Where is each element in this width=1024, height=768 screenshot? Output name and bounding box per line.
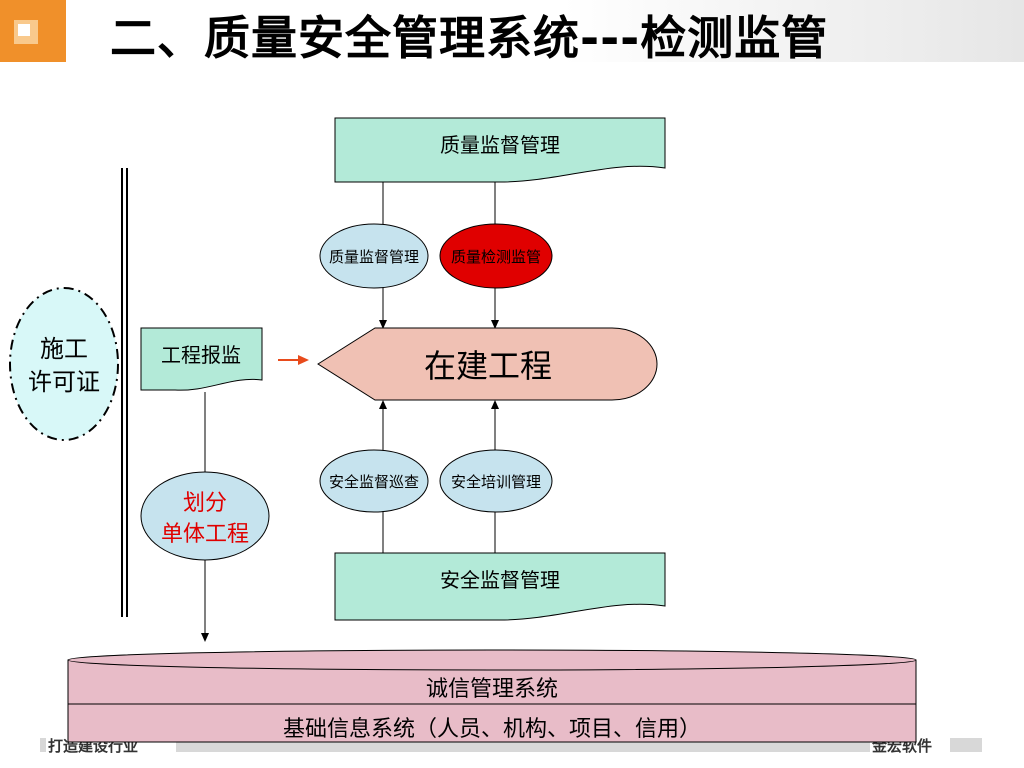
- permit-ellipse: [9, 287, 119, 441]
- safety-training-circle: [439, 449, 553, 513]
- project-report-doc: [140, 327, 263, 391]
- safety-inspection-circle: [319, 449, 429, 513]
- footer-gap: [982, 738, 1024, 752]
- quality-testing-circle: [439, 223, 553, 289]
- permit-label-line1: 施工: [40, 335, 88, 363]
- safety-inspection-circle-label: 安全监督巡查: [329, 473, 419, 491]
- database-top: [67, 649, 917, 671]
- permit-label-line2: 许可证: [28, 368, 100, 396]
- credit-system-label: 诚信管理系统: [426, 677, 558, 702]
- basic-info-system-label: 基础信息系统（人员、机构、项目、信用）: [283, 717, 701, 742]
- quality-supervision-circle: [319, 223, 429, 289]
- construction-project-label: 在建工程: [424, 347, 552, 385]
- quality-testing-circle-label: 质量检测监管: [451, 248, 541, 266]
- quality-supervision-doc-label: 质量监督管理: [440, 133, 560, 157]
- safety-supervision-doc-label: 安全监督管理: [440, 568, 560, 592]
- quality-supervision-circle-label: 质量监督管理: [329, 248, 419, 266]
- quality-supervision-doc: [334, 117, 666, 183]
- page-title: 二、质量安全管理系统---检测监管: [110, 11, 829, 65]
- project-report-doc-label: 工程报监: [161, 343, 241, 367]
- divide-units-label-line2: 单体工程: [161, 522, 249, 547]
- footer-gap: [0, 738, 40, 752]
- safety-supervision-doc: [334, 552, 666, 621]
- logo: [0, 0, 66, 62]
- divide-units-label-line1: 划分: [183, 491, 227, 516]
- header-bar: [0, 0, 1024, 62]
- construction-project-shape: [317, 327, 658, 401]
- safety-training-circle-label: 安全培训管理: [451, 473, 541, 491]
- logo-inner-white: [18, 24, 30, 36]
